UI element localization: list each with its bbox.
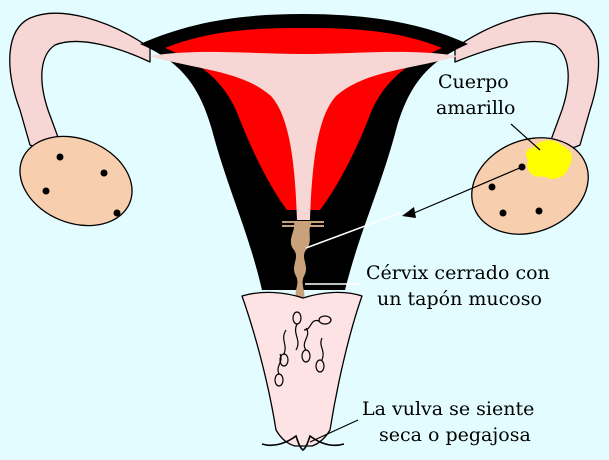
sperm-head — [315, 359, 325, 373]
left-fallopian-tube — [9, 12, 151, 150]
sperm-tail — [303, 327, 309, 351]
label-vulva-line1: La vulva se siente — [362, 398, 534, 420]
right-ovary-follicles — [488, 163, 543, 217]
corpus-luteum — [525, 140, 572, 179]
follicle-dot — [42, 187, 50, 195]
sperm-cells — [274, 311, 332, 387]
uterine-cavity — [150, 51, 458, 221]
follicle-dot — [56, 153, 64, 161]
follicle-dot — [100, 169, 108, 177]
leader-line-vulva — [309, 419, 359, 443]
label-corpus-luteum-line2: amarillo — [436, 97, 515, 119]
sperm-tail — [277, 353, 282, 375]
sperm-tail — [303, 319, 320, 331]
follicle-dot — [499, 209, 507, 217]
leader-line-cervix-upper — [305, 212, 401, 249]
label-cervix-line2: un tapón mucoso — [377, 288, 542, 310]
label-cervix-line1: Cérvix cerrado con — [366, 262, 550, 284]
left-ovary — [19, 135, 133, 227]
sperm-tail — [320, 337, 324, 361]
sperm-tail — [294, 323, 299, 351]
label-corpus-luteum-line1: Cuerpo — [438, 71, 509, 93]
left-ovary-follicles — [42, 153, 121, 217]
mucus-plug — [290, 222, 312, 298]
leader-line-corpus-luteum-top — [510, 123, 541, 151]
sperm-tail — [283, 329, 287, 355]
label-vulva-line2: seca o pegajosa — [379, 424, 531, 446]
follicle-dot — [488, 183, 496, 191]
follicle-dot — [113, 209, 121, 217]
follicle-dot — [535, 207, 543, 215]
sperm-head — [318, 315, 332, 325]
vulva — [261, 434, 345, 451]
leader-arrowhead — [402, 207, 416, 218]
leader-line-corpus-luteum — [413, 166, 523, 214]
vagina — [241, 291, 363, 447]
